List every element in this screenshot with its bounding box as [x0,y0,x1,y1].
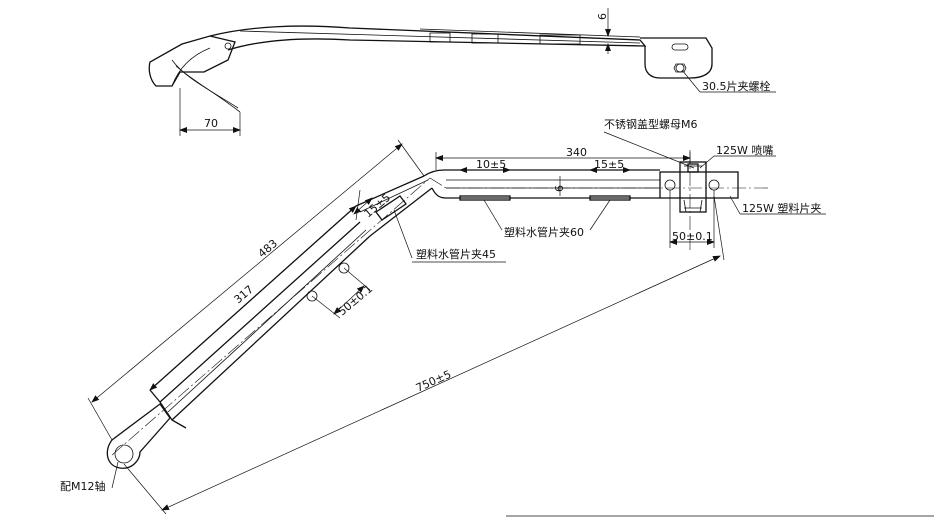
blade-holder-main [659,171,739,199]
dim483-ext-a [87,397,113,441]
dim50-right-text: 50±0.1 [672,230,713,243]
top-hose-curve-2 [175,65,241,113]
arm-outer-lower [171,235,371,421]
dim70-text: 70 [204,117,218,130]
dim10-text: 10±5 [476,158,506,171]
nozzle-label: 125W 喷嘴 [716,144,773,157]
holder-hole-right [708,179,720,191]
top-slot [671,43,689,51]
main-pivot-head [106,403,171,469]
dim6-main-text: 6 [553,185,566,192]
dim750-ext-a [123,463,167,515]
top-arm-body [209,25,647,51]
main-centerline-bend [429,177,447,189]
top-clip-2 [471,33,499,44]
holder-hole-left [664,179,676,191]
hose-clip-60-leader-a [483,199,503,231]
clip-plate [679,161,707,213]
top-hose-curve [171,59,239,109]
top-clip-1 [429,32,451,43]
bolt-leader [681,69,701,93]
shaft-leader [111,461,119,489]
main-view [106,150,770,469]
dim483-line [91,143,403,403]
hose-clip-60-left [459,195,511,201]
dim317-line [149,205,357,391]
shaft-label: 配M12轴 [60,479,106,493]
plastic-clip-leader [729,195,741,215]
top-view: 70 6 30.5片夹螺栓 [148,8,776,136]
bend-lower [431,187,447,199]
hose-clip-60-leader-b [589,199,611,231]
dim483-ext-b [397,139,425,177]
dim317-text: 317 [232,283,256,306]
nozzle-block [687,163,699,173]
leader-labels: 不锈钢盖型螺母M6 125W 喷嘴 125W 塑料片夹 塑料水管片夹60 塑料水… [60,117,826,493]
top-rod-line [419,28,641,38]
hose-clip-45-label: 塑料水管片夹45 [416,247,496,261]
top-clip-3 [539,34,581,45]
dim15-diag-ext [355,189,361,221]
dim340-text: 340 [566,146,587,159]
dim750-text: 750±5 [414,368,453,395]
bend-upper [423,169,445,177]
top-head-curve [171,47,211,87]
dim50-diag-text: 50±0.1 [336,282,376,318]
dim750-line [161,255,721,511]
clip-underside [683,199,703,213]
dim750-ext-b [713,195,725,261]
top-pivot-head [148,35,236,87]
nozzle-leader [699,155,715,169]
top-blade-holder [640,37,713,79]
nut-leader [603,131,695,169]
top-arm-midline [239,30,641,44]
top-pivot-hole [224,42,232,50]
dim483-text: 483 [256,237,280,260]
nut-label: 不锈钢盖型螺母M6 [604,117,698,131]
bolt-label: 30.5片夹螺栓 [702,79,771,93]
dim15-right-text: 15±5 [594,158,624,171]
hose-clip-45-leader [393,209,413,259]
main-shaft-hole [114,444,134,464]
dim6-top-text: 6 [596,13,609,20]
hose-clip-60-label: 塑料水管片夹60 [504,225,584,239]
plastic-clip-label: 125W 塑料片夹 [742,201,821,215]
arm-end-left [149,389,161,403]
